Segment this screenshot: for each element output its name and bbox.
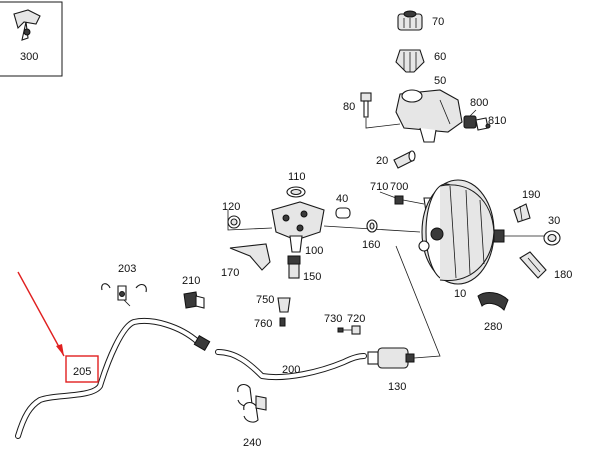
label-170: 170: [221, 267, 239, 279]
seal-40-icon: [335, 207, 351, 219]
bracket-190-icon: [513, 203, 531, 223]
label-50: 50: [434, 75, 446, 87]
label-210: 210: [182, 275, 200, 287]
o-ring-160-icon: [366, 219, 378, 233]
label-750: 750: [256, 294, 274, 306]
label-20: 20: [376, 155, 388, 167]
reservoir-cap-icon: [397, 10, 423, 31]
line-clip-203-icon: [101, 283, 147, 307]
label-120: 120: [222, 201, 240, 213]
label-205: 205: [73, 366, 91, 378]
vacuum-line-205: [15, 318, 211, 439]
label-110: 110: [288, 171, 306, 183]
grommet-120-icon: [227, 215, 241, 229]
screw-80-icon: [360, 92, 372, 118]
seal-110-icon: [286, 186, 306, 198]
master-cylinder-icon: [271, 201, 325, 253]
label-30: 30: [548, 215, 560, 227]
level-sensor-icon: [463, 115, 491, 131]
label-130: 130: [388, 381, 406, 393]
label-100: 100: [305, 245, 323, 257]
fitting-150-icon: [287, 255, 301, 279]
pushrod-bolt-180-icon: [519, 251, 547, 279]
label-300: 300: [20, 51, 38, 63]
pin-760-icon: [279, 317, 286, 327]
label-730: 730: [324, 313, 342, 325]
holder-210-icon: [183, 291, 205, 309]
clips-240-icon: [237, 383, 267, 423]
label-240: 240: [243, 437, 261, 449]
label-180: 180: [554, 269, 572, 281]
seal-ring-30-icon: [543, 230, 561, 246]
label-200: 200: [282, 364, 300, 376]
clamp-280-icon: [477, 292, 509, 311]
brake-fluid-reservoir-icon: [395, 89, 463, 143]
label-80: 80: [343, 101, 355, 113]
label-150: 150: [303, 271, 321, 283]
label-160: 160: [362, 239, 380, 251]
filter-insert-icon: [395, 49, 425, 73]
label-800: 800: [470, 97, 488, 109]
label-700: 700: [390, 181, 408, 193]
label-60: 60: [434, 51, 446, 63]
label-70: 70: [432, 16, 444, 28]
bracket-170-icon: [229, 243, 271, 271]
sensor-750-icon: [277, 297, 291, 313]
label-720: 720: [347, 313, 365, 325]
label-40: 40: [336, 193, 348, 205]
label-810: 810: [488, 115, 506, 127]
label-280: 280: [484, 321, 502, 333]
label-10: 10: [454, 288, 466, 300]
vacuum-sensor-130-icon: [367, 347, 415, 369]
vacuum-line-200: [215, 349, 367, 381]
label-203: 203: [118, 263, 136, 275]
inset-box-300: 300: [0, 1, 63, 77]
label-760: 760: [254, 318, 272, 330]
guide-pin-icon: [393, 150, 416, 169]
clip-300-icon: [13, 9, 41, 41]
label-190: 190: [522, 189, 540, 201]
label-710: 710: [370, 181, 388, 193]
brake-booster-icon: [418, 179, 505, 285]
highlight-205: 205: [17, 271, 99, 383]
